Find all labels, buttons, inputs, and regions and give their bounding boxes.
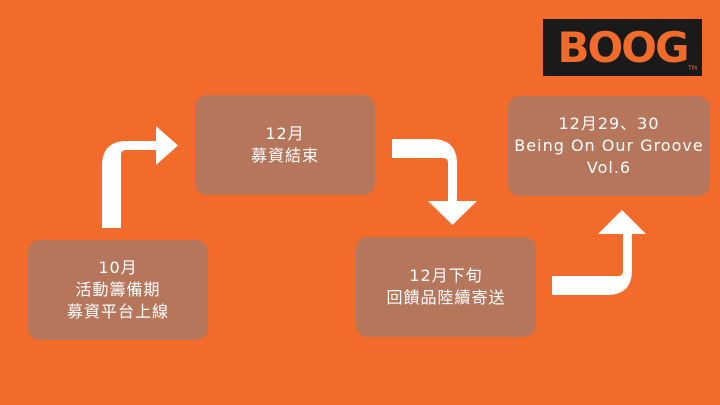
step-late-december: 12月下旬 回饋品陸續寄送 (356, 237, 536, 337)
step-december-line-2: 募資結束 (250, 146, 319, 165)
step-late-december-line-1: 12月下旬 (409, 266, 483, 285)
arrow-step2-to-step3 (392, 139, 477, 225)
step-december-crowdfunding-end: 12月 募資結束 (195, 95, 375, 195)
step-october: 10月 活動籌備期 募資平台上線 (28, 240, 208, 340)
logo-trademark: TM (688, 65, 697, 72)
step-late-december-line-2: 回饋品陸續寄送 (386, 288, 506, 307)
arrow-step3-to-step4 (552, 210, 646, 295)
step-event-line-1: 12月29、30 (558, 114, 660, 133)
step-october-line-2: 活動籌備期 (75, 280, 161, 299)
step-event-line-2: Being On Our Groove (514, 136, 704, 155)
boog-logo: BOOG TM (543, 19, 702, 76)
step-october-line-3: 募資平台上線 (66, 302, 169, 321)
step-event-line-3: Vol.6 (586, 158, 632, 177)
logo-wordmark: BOOG (557, 22, 690, 72)
step-december-line-1: 12月 (265, 124, 305, 143)
arrow-step1-to-step2 (102, 126, 178, 228)
step-october-line-1: 10月 (98, 258, 138, 277)
step-event: 12月29、30 Being On Our Groove Vol.6 (508, 96, 710, 196)
